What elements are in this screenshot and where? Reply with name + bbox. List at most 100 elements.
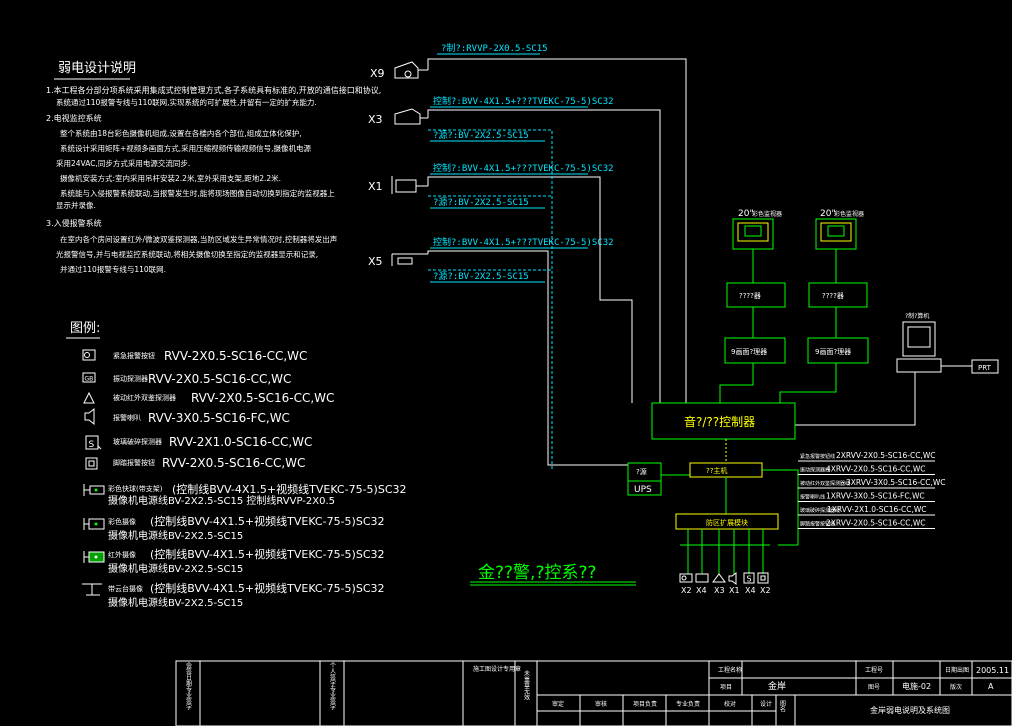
monitor-2: 20" 彩色监视器: [815, 209, 864, 283]
foot-button-icon: [85, 457, 98, 470]
cable-name: 脚踏报警按钮线: [800, 521, 835, 528]
cable-label: 控制?:BVV-4X1.5+???TVEKC-75-5)SC32: [433, 162, 614, 174]
legend-spec: RVV-2X0.5-SC16-CC,WC: [164, 349, 307, 363]
project-label: 工程名称: [718, 666, 742, 674]
camera-id: X9: [370, 67, 385, 80]
system-title: 金??警,?控系??: [478, 563, 597, 583]
legend-name: 玻璃破碎探测器: [113, 437, 162, 446]
item-label: 项目: [720, 684, 732, 691]
monitor-label: 彩色监视器: [752, 210, 782, 218]
legend-name: 紧急报警按钮: [113, 351, 155, 360]
camera-x3: X3: [368, 108, 428, 126]
drawing-no-label: 图号: [868, 684, 880, 691]
monitor-1: 20" 彩色监视器: [732, 209, 782, 283]
name-label: 图名: [779, 700, 786, 713]
av-controller: [651, 402, 796, 440]
cam-name: 彩色快球(带支架): [108, 484, 163, 493]
splitter-1: [724, 337, 786, 364]
cable-name: 玻璃破碎探测器线: [800, 507, 840, 514]
cable-label: ?源?:BV-2X2.5-SC15: [433, 271, 529, 282]
title-block: 会签日期专业签字 个人签字专业签字 施工图设计专用章 未盖章无效 工程名称 项目…: [175, 660, 1012, 726]
legend: 图例: GB S 紧急报警按钮 RVV-2X0.5-SC16-CC,WC 振动探…: [66, 321, 407, 609]
pc-label: ?制?算机: [905, 312, 929, 320]
ups-label: UPS: [634, 485, 652, 495]
cable-spec: 1XRVV-2X1.0-SC16-CC,WC: [827, 505, 927, 514]
dual-detector-icon: [83, 391, 95, 404]
notes-line: 在室内各个房间设置红外/微波双鉴探测器,当防区域发生异常情况时,控制器将发出声: [60, 234, 337, 244]
glass-break-icon: S: [85, 435, 102, 450]
camera-id: X3: [368, 113, 383, 126]
switcher-1: [726, 282, 786, 308]
camera-x5: X5: [368, 253, 428, 268]
cam-line2: 摄像机电源线BV-2X2.5-SC15 控制线RVVP-2X0.5: [108, 494, 335, 507]
notes-title: 弱电设计说明: [58, 61, 136, 76]
notes-line: 采用24VAC,同步方式采用电源交流同步.: [56, 158, 190, 168]
cable-spec: 1XRVV-3X0.5-SC16-FC,WC: [826, 492, 925, 501]
cable-name: 振动探测器线: [800, 467, 830, 474]
design-notes: 弱电设计说明 1.本工程各分部分项系统采用集成式控制管理方式,各子系统具有标准的…: [46, 61, 381, 274]
emergency-button-icon: [82, 349, 96, 361]
notes-line: 整个系统由18台彩色摄像机组成,设置在各楼内各个部位,组成立体化保护,: [60, 128, 302, 138]
notes-line: 3.入侵报警系统: [46, 218, 102, 228]
alarm-horn-icon: [728, 572, 737, 585]
version-value: A: [988, 682, 994, 691]
splitter-label: 9画面?理器: [731, 348, 767, 356]
notes-line: 摄像机安装方式:室内采用吊杆安装2.2米,室外采用支架,距地2.2米.: [60, 173, 281, 183]
camera-x1: X1: [368, 176, 428, 194]
role-label: 校对: [724, 700, 736, 708]
cam-name: 彩色摄像: [108, 517, 136, 526]
control-computer: ?制?算机 PRT: [795, 312, 999, 426]
legend-name: 报警喇叭: [113, 413, 141, 422]
drawing-no: 电施-02: [902, 681, 931, 691]
splitter-2: [807, 337, 869, 364]
version-label: 版次: [950, 683, 962, 691]
vibration-detector-icon: GB: [82, 372, 96, 383]
cable-label: 控制?:BVV-4X1.5+???TVEKC-75-5)SC32: [433, 95, 614, 107]
legend-spec: RVV-2X0.5-SC16-CC,WC: [191, 391, 334, 405]
color-camera-icon: [83, 518, 105, 530]
switcher-label: ????器: [822, 292, 844, 300]
system-diagram: X9 X3 X1 X5 ?制?:RVVP-2X0.5-SC15 控制?:BVV-…: [368, 42, 999, 595]
ups-label: ?源: [636, 467, 647, 476]
cable-label: ?制?:RVVP-2X0.5-SC15: [441, 42, 548, 54]
notes-line: 光报警信号,并与电视监控系统联动,将相关摄像切换至指定的监视器显示和记录,: [56, 249, 318, 259]
monitor-label: 彩色监视器: [834, 210, 864, 218]
zone-module-label: 防区扩展模块: [706, 518, 748, 527]
legend-spec: RVV-2X1.0-SC16-CC,WC: [169, 435, 312, 449]
cable-label: ?源?:BV-2X2.5-SC15: [433, 197, 529, 208]
notes-line: 并通过110报警专线与110联网.: [60, 264, 166, 274]
camera-x9: X9: [370, 61, 428, 80]
switcher-label: ????器: [739, 292, 761, 300]
design-no-label: 工程号: [865, 666, 883, 674]
printer-label: PRT: [978, 364, 992, 372]
cam-line1: (控制线BVV-4X1.5+视频线TVEKC-75-5)SC32: [150, 547, 385, 561]
notes-line: 显示并录像.: [56, 200, 96, 210]
cam-line1: (控制线BVV-4X1.5+视频线TVEKC-75-5)SC32: [150, 581, 385, 595]
cam-line2: 摄像机电源线BV-2X2.5-SC15: [108, 562, 243, 575]
cam-line1: (控制线BVV-4X1.5+视频线TVEKC-75-5)SC32: [172, 482, 407, 496]
stamp-note: 未盖章无效: [523, 669, 530, 701]
legend-name: 脚踏报警按钮: [113, 458, 155, 467]
cable-name: 紧急报警按钮线: [800, 453, 835, 460]
cam-name: 红外摄像: [108, 550, 136, 559]
svg-text:S: S: [747, 575, 752, 584]
cable-spec: 3XRVV-3X0.5-SC16-CC,WC: [846, 478, 946, 487]
legend-name: 被动红外双鉴探测器: [113, 393, 176, 402]
svg-text:GB: GB: [85, 376, 94, 383]
cam-name: 带云台摄像: [108, 584, 143, 593]
role-label: 专业负责: [676, 700, 700, 708]
date-value: 2005.11: [976, 666, 1009, 675]
role-label: 审定: [552, 700, 564, 708]
legend-spec: RVV-2X0.5-SC16-CC,WC: [148, 372, 291, 386]
glass-break-icon: [743, 572, 755, 584]
legend-spec: RVV-2X0.5-SC16-CC,WC: [162, 456, 305, 470]
notes-line: 系统通过110报警专线与110联网,实现系统的可扩展性,并留有一定的扩充能力.: [56, 97, 317, 107]
device-id: X1: [729, 586, 740, 595]
cable-spec: 2XRVV-2X0.5-SC16-CC,WC: [836, 451, 936, 460]
bottom-devices: S X2 X4 X3 X1 X4 X2: [679, 529, 771, 595]
controller-label: 音?/??控制器: [684, 414, 755, 429]
monitor-size: 20": [820, 209, 836, 219]
role-label: 项目负责: [633, 700, 657, 708]
cable-label: 控制?:BVV-4X1.5+???TVEKC-75-5)SC32: [433, 236, 614, 248]
signoff-label: 会签日期专业签字: [185, 661, 192, 710]
